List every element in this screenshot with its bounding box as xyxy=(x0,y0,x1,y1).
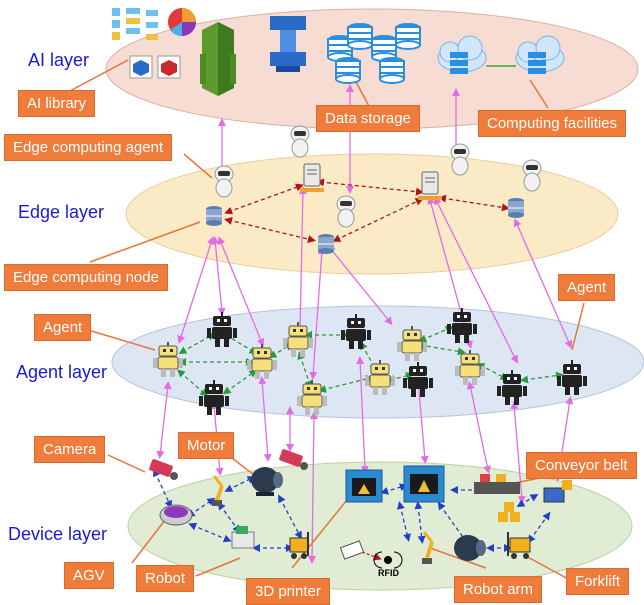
ai-tool-icon xyxy=(270,16,306,72)
forklift-icon xyxy=(289,532,309,559)
callout-robot: Robot xyxy=(136,565,195,592)
ai-layer-label: AI layer xyxy=(28,50,90,70)
agent-layer-label: Agent layer xyxy=(16,362,108,382)
callout-agent-left: Agent xyxy=(34,314,92,341)
forklift-icon-3 xyxy=(543,480,572,503)
forklift-icon-2 xyxy=(507,532,531,559)
robot-device-icon xyxy=(231,526,255,549)
motor-icon-2 xyxy=(454,535,486,561)
callout-motor: Motor xyxy=(178,432,235,459)
pie-chart-icon xyxy=(168,8,196,37)
robot-arm-icon xyxy=(212,475,224,506)
flowchart-icon xyxy=(112,8,158,40)
motor-icon xyxy=(251,467,283,496)
callout-agent-right: Agent xyxy=(558,274,616,301)
rfid-label: RFID xyxy=(378,568,399,578)
devices xyxy=(149,449,572,569)
callout-edge-computing-node: Edge computing node xyxy=(4,264,168,291)
boxes-icon xyxy=(498,502,520,522)
callout-3d-printer: 3D printer xyxy=(246,578,330,605)
camera-icon-2 xyxy=(279,449,308,470)
callout-computing-facilities: Computing facilities xyxy=(478,110,627,137)
rfid-link xyxy=(361,551,382,561)
callout-edge-computing-agent: Edge computing agent xyxy=(4,134,173,161)
cube-icon xyxy=(129,55,153,79)
3d-printer-icon-2 xyxy=(403,465,445,503)
agv-icon xyxy=(159,504,193,526)
rfid-reader-icon xyxy=(373,551,403,569)
edge-layer-plane xyxy=(125,153,619,275)
bar-stack-icon xyxy=(200,22,236,96)
ai-library-icons xyxy=(112,8,236,96)
callout-forklift: Forklift xyxy=(566,568,629,595)
cube-icon-red xyxy=(157,55,181,79)
callout-data-storage: Data storage xyxy=(316,105,420,132)
rfid-tag-icon xyxy=(339,540,365,560)
callout-conveyor-belt: Conveyor belt xyxy=(526,452,637,479)
computing-facilities-icons xyxy=(437,35,565,75)
callout-robot-arm: Robot arm xyxy=(454,576,543,603)
device-layer-label: Device layer xyxy=(8,524,108,544)
3d-printer-icon xyxy=(345,469,383,503)
robot-arm-icon-2 xyxy=(422,531,434,564)
edge-links xyxy=(224,178,510,243)
camera-icon xyxy=(149,459,178,480)
edge-layer-label: Edge layer xyxy=(18,202,105,222)
callout-agv: AGV xyxy=(64,562,114,589)
conveyor-belt-icon xyxy=(474,474,520,494)
callout-camera: Camera xyxy=(34,436,106,463)
callout-ai-library: AI library xyxy=(18,90,96,117)
device-links xyxy=(153,468,551,552)
